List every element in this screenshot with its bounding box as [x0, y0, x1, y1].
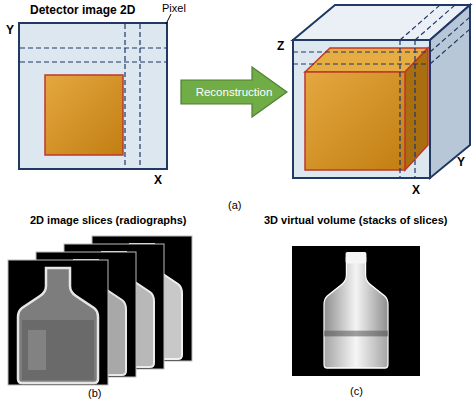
pixel-leader-line — [166, 14, 171, 24]
grid-line — [139, 24, 140, 168]
render-frame — [292, 246, 420, 376]
volume-cube — [293, 5, 470, 178]
axis-label: X — [412, 184, 420, 197]
object-projection — [45, 75, 123, 155]
pixel-grid-lines — [20, 24, 166, 168]
axis-label: Y — [457, 156, 465, 169]
bottle-image — [18, 268, 98, 383]
grid-line — [20, 61, 166, 62]
liquid-level — [316, 331, 396, 371]
panel-heading: Detector image 2D — [30, 4, 135, 17]
slice-frame — [8, 260, 108, 385]
panel-heading: 2D image slices (radiographs) — [30, 214, 187, 226]
bottle-render — [316, 252, 396, 371]
grid-line — [415, 5, 455, 40]
liquid-band — [316, 331, 396, 337]
panel-letter: (c) — [350, 385, 363, 397]
grid-line — [430, 29, 470, 64]
radiograph-panel: 2D image slices (radiographs) — [8, 214, 208, 390]
panel-heading: 3D virtual volume (stacks of slices) — [264, 214, 447, 226]
object-front-face — [305, 72, 405, 170]
voxel-grid-lines — [293, 5, 470, 178]
axis-label: Z — [277, 40, 284, 53]
grid-line — [293, 63, 430, 64]
grid-line — [400, 5, 440, 40]
radiograph-stack — [8, 236, 192, 385]
texture-patch — [28, 330, 46, 370]
arrow-label: Reconstruction — [180, 66, 282, 118]
volume-render — [292, 246, 420, 376]
callout-label: Pixel — [162, 2, 186, 14]
grid-line — [399, 40, 400, 178]
liquid-fill — [316, 336, 396, 371]
grid-line — [414, 40, 415, 178]
grid-line — [124, 24, 125, 168]
grid-line — [20, 47, 166, 48]
axis-label: X — [154, 174, 162, 187]
detector-image-box: Detector image 2D — [18, 22, 168, 170]
cube-front-face — [293, 40, 430, 178]
arrow-outline — [181, 67, 287, 117]
radiograph-slice — [8, 260, 108, 385]
object-side-face — [405, 48, 428, 170]
cube-side-face — [430, 5, 470, 178]
grid-line — [293, 51, 430, 52]
bottle-cap — [346, 252, 367, 264]
panel-letter: (a) — [228, 199, 241, 211]
reconstruction-arrow: Reconstruction — [180, 66, 288, 118]
bottle-texture — [22, 320, 94, 380]
axis-label: Y — [6, 24, 14, 37]
volume-panel: 3D virtual volume (stacks of slices) — [262, 214, 472, 384]
panel-letter: (b) — [88, 387, 101, 399]
texture-patch — [22, 320, 94, 380]
